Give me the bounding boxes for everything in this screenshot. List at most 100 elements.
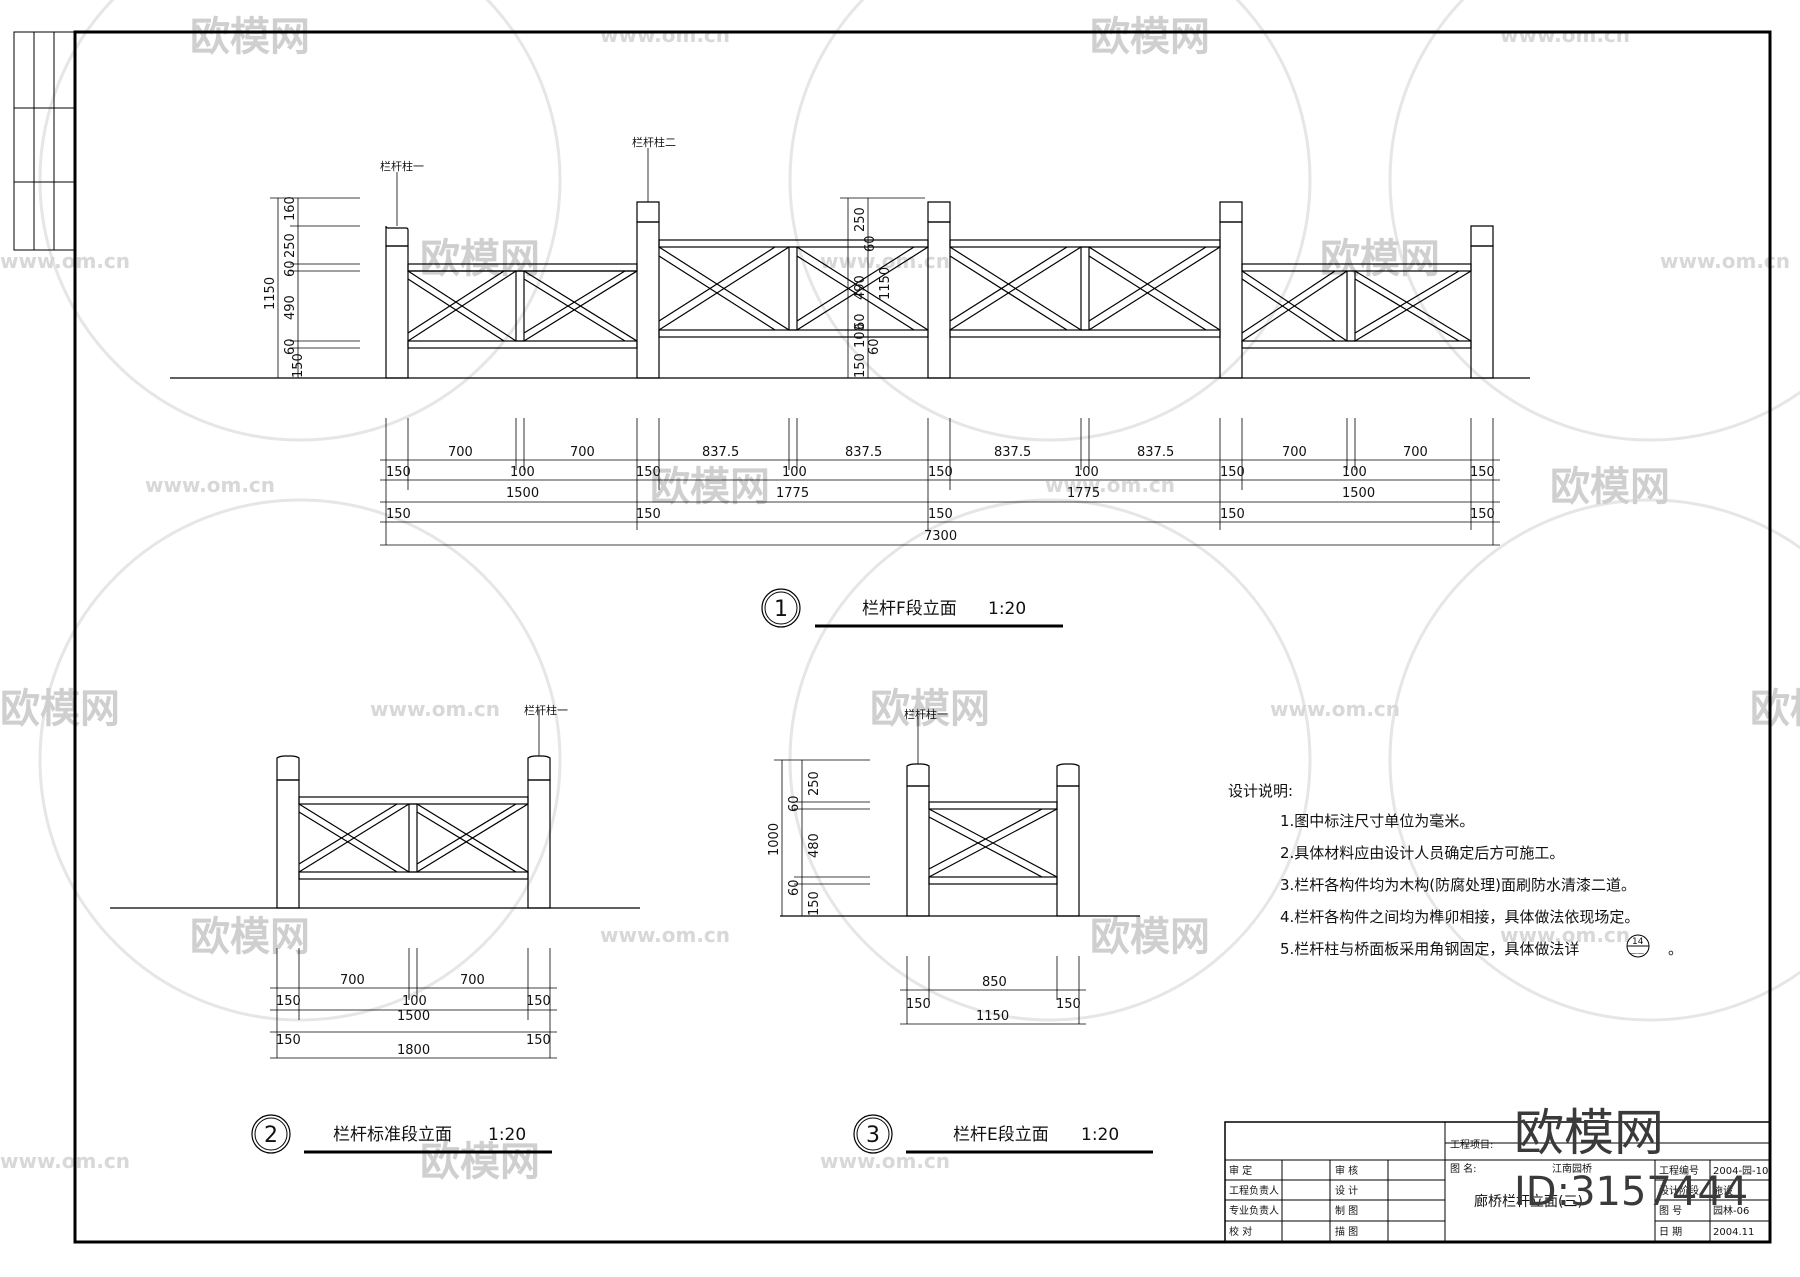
right-label: 日 期	[1659, 1226, 1682, 1238]
title-scale: 1:20	[988, 599, 1026, 619]
mid-label: 审 核	[1335, 1164, 1358, 1177]
dim-row2: 150	[1056, 997, 1081, 1012]
title-scale: 1:20	[1081, 1125, 1119, 1145]
elevation-3	[774, 716, 1140, 1025]
note-item: 5.栏杆柱与桥面板采用角钢固定，具体做法详	[1280, 940, 1579, 958]
dim-left-total: 1000	[767, 823, 782, 856]
dim-row1: 700	[460, 973, 485, 988]
dim-row1: 837.5	[1137, 445, 1174, 460]
dim-row4: 150	[928, 507, 953, 522]
dim-row2: 150	[386, 465, 411, 480]
watermark-brand: 欧模网	[1320, 236, 1440, 282]
dim-row1: 850	[982, 975, 1007, 990]
watermark-brand: 欧模网	[190, 914, 310, 960]
watermark-brand: 欧模网	[1090, 14, 1210, 60]
watermark-brand: 欧模网	[190, 14, 310, 60]
title-number: 3	[866, 1123, 880, 1148]
dim-left: 250	[807, 771, 822, 796]
design-notes: 设计说明: 1.图中标注尺寸单位为毫米。 2.具体材料应由设计人员确定后方可施工…	[1228, 782, 1683, 958]
title-circle	[853, 1114, 893, 1154]
watermark-brand: 欧模网	[1550, 464, 1670, 510]
post-one-label: 栏杆柱一	[524, 703, 568, 717]
dim-row1: 837.5	[702, 445, 739, 460]
dim-row1: 837.5	[845, 445, 882, 460]
sheet-frame	[13, 30, 1772, 1244]
post-one-label: 栏杆柱一	[380, 159, 424, 173]
title-block-text: 工程项目: 图 名: 江南园桥 廊桥栏杆立面(三) 审 定 工程负责人 专业负责…	[1229, 1139, 1768, 1238]
detail-ref-top: 14	[1632, 937, 1644, 947]
title-label: 栏杆E段立面	[953, 1125, 1049, 1145]
title-circle-inner	[254, 1117, 288, 1151]
dim-mid-250: 250	[853, 207, 868, 232]
left-label: 校 对	[1229, 1225, 1252, 1238]
dim-left-250: 250	[283, 233, 298, 258]
overlay-brand: 欧模网	[1514, 1104, 1664, 1162]
watermark-brand: 欧模网	[1090, 914, 1210, 960]
dim-total: 1800	[397, 1043, 430, 1058]
right-value: 园林-06	[1713, 1204, 1749, 1217]
dim-left-150: 150	[291, 353, 306, 378]
elevation-1-text: 栏杆柱一 栏杆柱二 160 250 60 490 60 150 1150 250…	[263, 135, 1495, 628]
bay-1b	[658, 239, 929, 338]
dim-total: 7300	[924, 529, 957, 544]
detail-ref-bottom: ——	[1630, 949, 1644, 957]
dim-row2: 150	[276, 994, 301, 1009]
mid-label: 设 计	[1335, 1184, 1358, 1197]
title-scale: 1:20	[488, 1125, 526, 1145]
dim-row1: 700	[570, 445, 595, 460]
watermark-url: www.om.cn	[600, 23, 730, 47]
mid-dims-1	[840, 197, 925, 378]
right-label: 设计阶段	[1659, 1184, 1699, 1197]
right-value: 2004.11	[1713, 1227, 1754, 1238]
dim-left: 60	[787, 795, 802, 812]
dim-row4: 150	[1470, 507, 1495, 522]
posts-1	[385, 201, 1494, 379]
watermark-arcs	[38, 0, 1800, 1022]
left-label: 专业负责人	[1229, 1204, 1279, 1217]
brand-overlay: 欧模网 ID:3157444	[1514, 1104, 1748, 1215]
dim-mid-100: 100	[853, 323, 868, 348]
title-block	[1224, 1121, 1771, 1243]
dim-mid-60b: 60	[867, 338, 882, 355]
left-label: 审 定	[1229, 1164, 1252, 1177]
watermark-url: www.om.cn	[0, 249, 130, 273]
dim-row1: 700	[1403, 445, 1428, 460]
dim-row1: 700	[340, 973, 365, 988]
dim-row2: 150	[906, 997, 931, 1012]
dim-row3: 1500	[506, 486, 539, 501]
watermark-brand: 欧模网	[420, 1139, 540, 1185]
post-two-label: 栏杆柱二	[632, 135, 676, 149]
dim-row2: 150	[928, 465, 953, 480]
title-circle	[761, 588, 801, 628]
watermark-brand: 欧模网	[0, 686, 120, 732]
dim-row2: 100	[1342, 465, 1367, 480]
mid-label: 描 图	[1335, 1225, 1358, 1238]
project-label: 工程项目:	[1450, 1139, 1493, 1151]
dim-row3: 1500	[397, 1009, 430, 1024]
note-item: 4.栏杆各构件之间均为榫卯相接，具体做法依现场定。	[1280, 908, 1639, 926]
dim-row3: 1775	[1067, 486, 1100, 501]
watermark-brand: 欧模网	[1750, 686, 1800, 732]
watermark-url: www.om.cn	[1660, 249, 1790, 273]
note-item: 1.图中标注尺寸单位为毫米。	[1280, 812, 1474, 830]
note-end: 。	[1668, 940, 1683, 958]
elevation-2-text: 栏杆柱一 700 100 700 150 150 1500 150 150 18…	[251, 703, 568, 1154]
dim-mid-60c: 60	[853, 313, 868, 330]
title-label: 栏杆标准段立面	[333, 1125, 452, 1145]
dim-left-total: 1150	[263, 277, 278, 310]
dim-total: 1150	[976, 1009, 1009, 1024]
bay-1d	[1241, 263, 1472, 349]
title-number: 2	[264, 1123, 278, 1148]
dim-row3: 1775	[776, 486, 809, 501]
elevation-3-text: 栏杆柱一 250 60 480 60 150 1000 850 150 150 …	[767, 707, 1153, 1154]
title-circle	[251, 1114, 291, 1154]
dim-row2: 100	[510, 465, 535, 480]
title-label: 栏杆F段立面	[862, 599, 957, 619]
dim-left-60b: 60	[283, 338, 298, 355]
dim-row1: 700	[448, 445, 473, 460]
right-value: 2004-园-10	[1713, 1165, 1768, 1177]
dim-left-60: 60	[283, 260, 298, 277]
dim-row2: 150	[1470, 465, 1495, 480]
